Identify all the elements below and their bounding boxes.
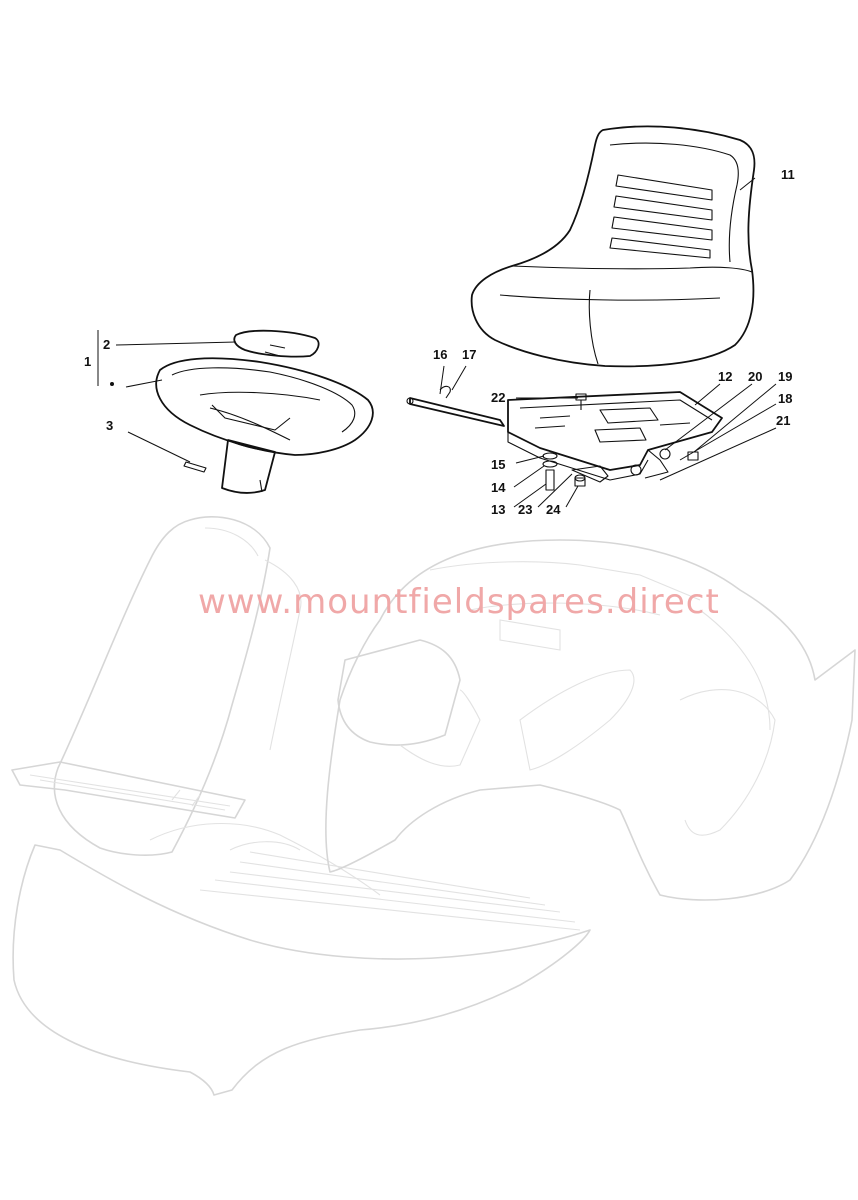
callout-1: 1 [84, 354, 91, 369]
callout-19: 19 [778, 369, 792, 384]
callout-21: 21 [776, 413, 790, 428]
callout-20: 20 [748, 369, 762, 384]
callout-18: 18 [778, 391, 792, 406]
callout-23: 23 [518, 502, 532, 517]
callout-12: 12 [718, 369, 732, 384]
callout-17: 17 [462, 347, 476, 362]
watermark-text: www.mountfieldspares.direct [198, 582, 720, 622]
steering-wheel-part [155, 329, 374, 494]
seat-plate-part [406, 385, 723, 491]
body-chassis-ghost [11, 515, 856, 1096]
callout-labels: 1 2 3 11 12 13 14 15 16 17 18 19 20 21 2… [84, 167, 795, 517]
callout-2: 2 [103, 337, 110, 352]
callout-13: 13 [491, 502, 505, 517]
seat-part [470, 125, 756, 368]
callout-11: 11 [781, 167, 795, 182]
callout-22: 22 [491, 390, 505, 405]
callout-15: 15 [491, 457, 505, 472]
callout-24: 24 [546, 502, 561, 517]
callout-14: 14 [491, 480, 506, 495]
callout-3: 3 [106, 418, 113, 433]
leader-lines [97, 177, 777, 508]
callout-16: 16 [433, 347, 447, 362]
